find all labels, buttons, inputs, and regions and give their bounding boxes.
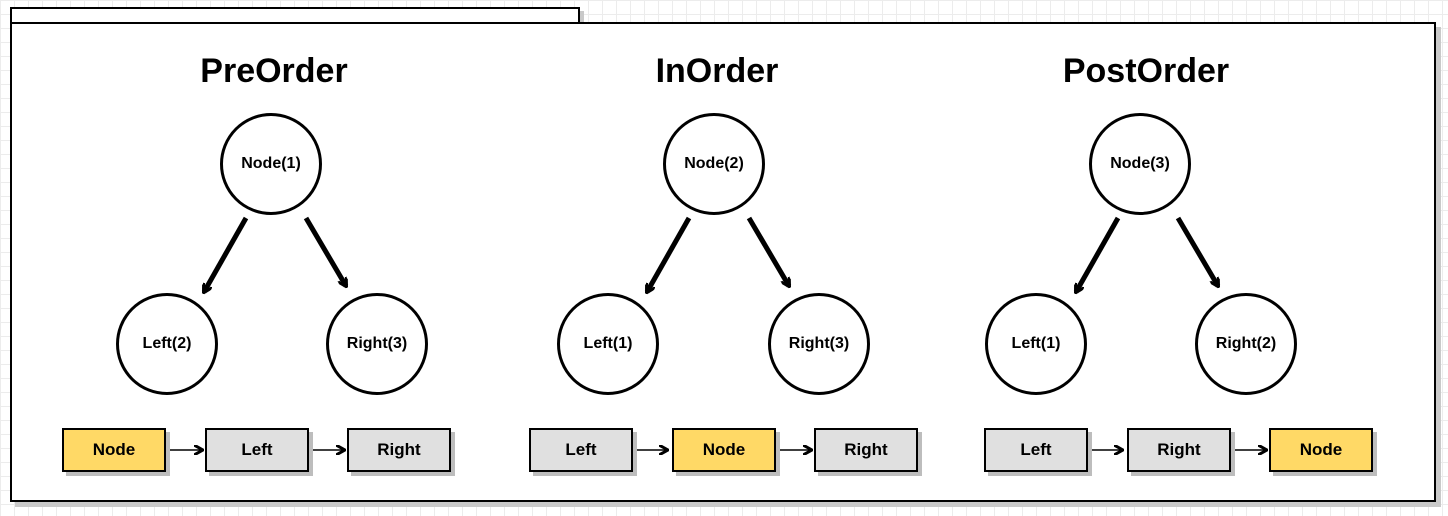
sequence-step-3: Node [1269,428,1373,472]
tree-node-left: Left(1) [985,293,1087,395]
tree-node-right: Right(3) [768,293,870,395]
tree-node-right: Right(2) [1195,293,1297,395]
tree-node-right: Right(3) [326,293,428,395]
panel-preorder: PreOrder Node(1) Left(2) Right(3) Node L… [44,0,504,500]
panel-title: PostOrder [1062,52,1230,90]
sequence-step-3: Right [814,428,918,472]
tree-edges [637,216,947,500]
panel-inorder: InOrder Node(2) Left(1) Right(3) Left No… [487,0,947,500]
edge-to-right [1175,216,1221,286]
edge-to-left [1073,216,1121,292]
diagram-frame [10,22,1436,502]
tree-node-left: Left(2) [116,293,218,395]
tree-edges [168,216,349,500]
edge-to-right [303,216,349,286]
panel-title: PreOrder [200,52,348,90]
sequence-step-1: Node [62,428,166,472]
sequence-step-2: Node [672,428,776,472]
tree-edges [1073,216,1376,500]
edge-to-left [201,216,249,292]
tree-node-root: Node(1) [220,113,322,215]
tree-node-left: Left(1) [557,293,659,395]
sequence-step-3: Right [347,428,451,472]
panel-postorder: PostOrder Node(3) Left(1) Right(2) Left … [916,0,1376,500]
tree-node-root: Node(3) [1089,113,1191,215]
tree-node-root: Node(2) [663,113,765,215]
panel-title: InOrder [655,52,779,90]
sequence-step-1: Left [529,428,633,472]
sequence-step-2: Right [1127,428,1231,472]
edge-to-left [644,216,692,292]
edge-to-right [746,216,792,286]
sequence-step-1: Left [984,428,1088,472]
sequence-step-2: Left [205,428,309,472]
